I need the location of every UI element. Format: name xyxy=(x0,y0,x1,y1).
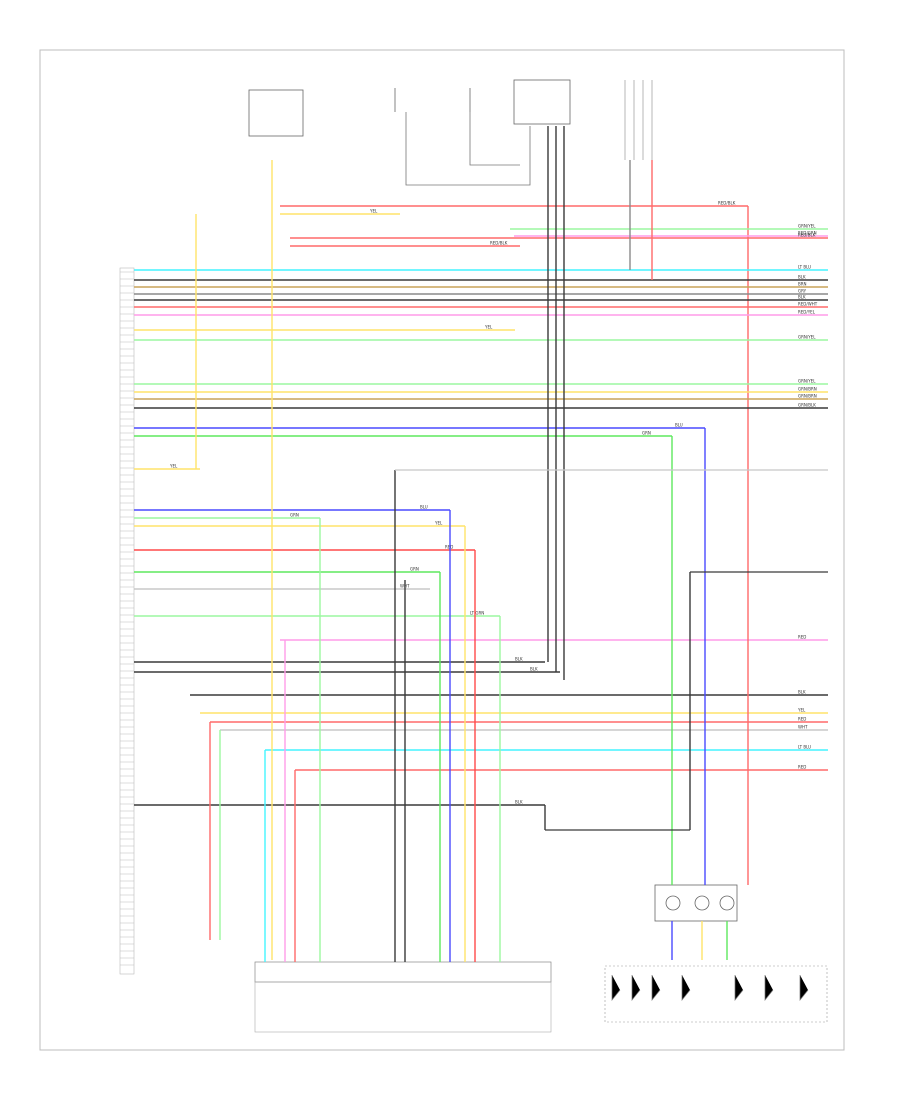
wire-color-label: RED xyxy=(798,717,806,722)
wire-color-label: GRN/BRN xyxy=(798,387,817,392)
wire-color-label: RED xyxy=(445,545,453,550)
wire-color-label: GRN xyxy=(290,513,299,518)
wire-color-label: WHT xyxy=(798,725,808,730)
wire-color-label: BLU xyxy=(420,505,428,510)
wire-color-label: GRN xyxy=(642,431,651,436)
wire-color-label: RED/BLK xyxy=(798,233,816,238)
wire-color-label: GRN/YEL xyxy=(798,335,816,340)
bottom-connector xyxy=(254,961,552,983)
connector-pin-ticks xyxy=(120,271,134,966)
wire-color-label: GRN/YEL xyxy=(798,379,816,384)
switch-knob-2-icon xyxy=(694,895,710,911)
wire-color-label: BRN xyxy=(798,282,807,287)
steering-switch-group xyxy=(604,965,828,1023)
wire-color-label: GRY xyxy=(798,289,807,294)
wire-color-label: RED/BLK xyxy=(490,241,508,246)
wire-color-label: LT BLU xyxy=(798,265,811,270)
wire-color-label: RED xyxy=(798,765,806,770)
wire-label-group: RED/BLK YEL RED/BLK RED/BLK GRN/YEL RED/GRN LT… xyxy=(169,201,818,805)
wire-color-label: GRN xyxy=(410,567,419,572)
bottom-unit-box xyxy=(254,981,552,1033)
fuse-relay-box xyxy=(248,89,304,137)
wire-color-label: YEL xyxy=(169,464,178,469)
wire-color-label: GRN/BLK xyxy=(798,403,816,408)
control-unit-connector xyxy=(119,267,135,975)
switch-contacts xyxy=(611,975,809,1001)
diagram-border xyxy=(39,49,845,1051)
wire-color-label: BLU xyxy=(675,423,683,428)
wire-color-label: RED/WHT xyxy=(798,302,818,307)
antenna-cables xyxy=(405,112,531,186)
antenna-leads xyxy=(394,88,471,112)
trunk-wires xyxy=(195,126,828,962)
wire-color-label: YEL xyxy=(484,325,493,330)
speaker-switch-leads xyxy=(624,80,653,160)
switch-knob-3-icon xyxy=(719,895,735,911)
wire-color-label: BLK xyxy=(515,657,523,662)
wire-color-label: BLK xyxy=(798,690,806,695)
wire-color-label: RED/BLK xyxy=(718,201,736,206)
wire-color-label: YEL xyxy=(797,708,806,713)
wire-color-label: BLK xyxy=(515,800,523,805)
wire-color-label: LT BLU xyxy=(798,745,811,750)
wire-color-label: RED/YEL xyxy=(798,310,816,315)
wire-color-label: YEL xyxy=(434,521,443,526)
switch-knob-1-icon xyxy=(665,895,681,911)
wire-color-label: BLK xyxy=(798,275,806,280)
antenna-amplifier-box xyxy=(513,79,571,125)
wire-color-label: YEL xyxy=(369,209,378,214)
wire-color-label: RED xyxy=(798,635,806,640)
wire-color-label: LT GRN xyxy=(470,611,484,616)
wire-color-label: BLK xyxy=(530,667,538,672)
wire-group xyxy=(134,205,828,806)
wire-color-label: RED/GRN xyxy=(798,231,817,236)
wire-color-label: GRN/YEL xyxy=(798,224,816,229)
wire-color-label: BLK xyxy=(798,295,806,300)
wire-color-label: GRN/BRN xyxy=(798,394,817,399)
